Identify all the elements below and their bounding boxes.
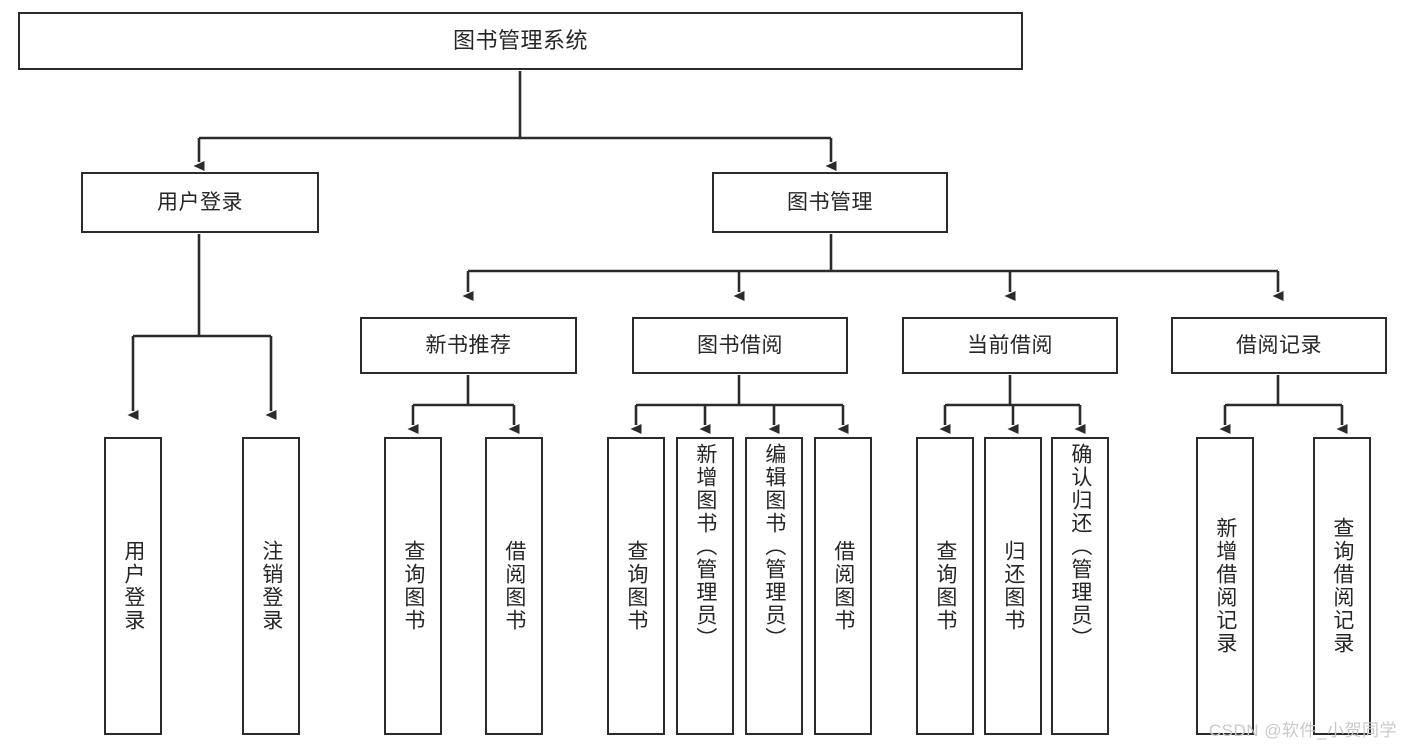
node-label: 图书管理系统 [452, 27, 588, 53]
node-book-management[interactable]: 图书管理 [712, 172, 948, 233]
node-label: 新增借阅记录 [1213, 517, 1237, 655]
node-user-login[interactable]: 用户登录 [81, 172, 319, 233]
node-label: 确认归还（管理员） [1068, 443, 1092, 650]
leaf-new-book-query-book[interactable]: 查询图书 [384, 437, 442, 735]
node-label: 图书借阅 [697, 333, 783, 357]
leaf-borrow-record-add-record[interactable]: 新增借阅记录 [1196, 437, 1254, 735]
node-book-borrow[interactable]: 图书借阅 [632, 317, 848, 374]
csdn-watermark: CSDN @软件_小贺同学 [1208, 721, 1397, 740]
node-label: 当前借阅 [967, 333, 1053, 357]
leaf-current-borrow-confirm-return-admin[interactable]: 确认归还（管理员） [1051, 437, 1109, 735]
node-label: 借阅图书 [502, 540, 526, 632]
leaf-book-borrow-edit-book-admin[interactable]: 编辑图书（管理员） [745, 437, 803, 735]
node-label: 编辑图书（管理员） [762, 443, 786, 650]
node-label: 借阅记录 [1236, 333, 1322, 357]
leaf-book-borrow-borrow-book[interactable]: 借阅图书 [814, 437, 872, 735]
leaf-user-login-login[interactable]: 用户登录 [104, 437, 162, 735]
node-label: 查询图书 [933, 540, 957, 632]
node-borrow-record[interactable]: 借阅记录 [1171, 317, 1387, 374]
node-label: 图书管理 [787, 190, 873, 214]
node-root-book-management-system[interactable]: 图书管理系统 [18, 12, 1023, 70]
leaf-borrow-record-query-record[interactable]: 查询借阅记录 [1313, 437, 1371, 735]
leaf-current-borrow-query-book[interactable]: 查询图书 [916, 437, 974, 735]
node-label: 用户登录 [157, 190, 243, 214]
leaf-new-book-borrow-book[interactable]: 借阅图书 [485, 437, 543, 735]
leaf-user-login-logout[interactable]: 注销登录 [242, 437, 300, 735]
node-label: 查询借阅记录 [1330, 517, 1354, 655]
leaf-current-borrow-return-book[interactable]: 归还图书 [984, 437, 1042, 735]
node-label: 查询图书 [624, 540, 648, 632]
node-current-borrow[interactable]: 当前借阅 [902, 317, 1118, 374]
node-label: 注销登录 [259, 540, 283, 632]
node-label: 借阅图书 [831, 540, 855, 632]
node-label: 新书推荐 [425, 333, 512, 357]
node-label: 新增图书（管理员） [693, 443, 717, 650]
node-label: 用户登录 [121, 540, 145, 632]
leaf-book-borrow-query-book[interactable]: 查询图书 [607, 437, 665, 735]
node-label: 归还图书 [1001, 540, 1025, 632]
node-new-book-recommend[interactable]: 新书推荐 [360, 317, 577, 374]
node-label: 查询图书 [401, 540, 425, 632]
leaf-book-borrow-add-book-admin[interactable]: 新增图书（管理员） [676, 437, 734, 735]
